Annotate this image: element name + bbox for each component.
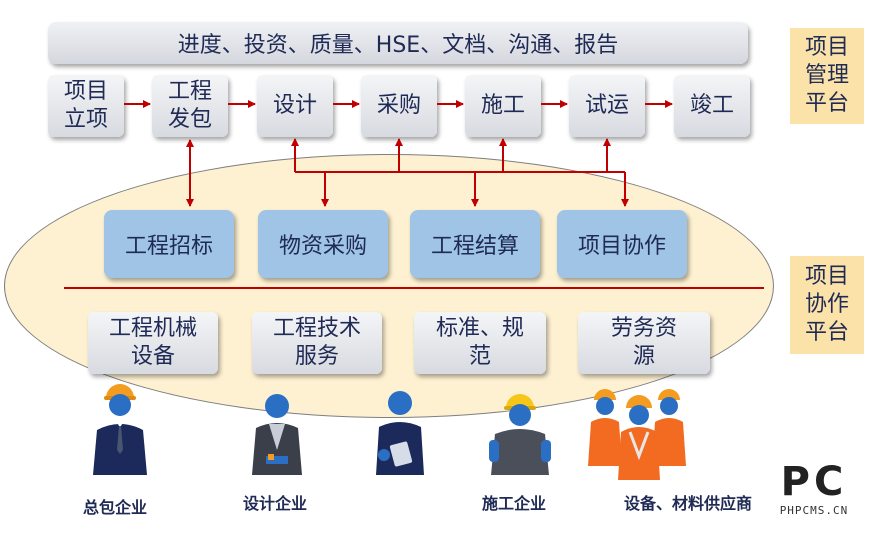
collaboration-platform-label: 项目 协作 平台 [790, 256, 864, 354]
step-project-initiation: 项目 立项 [48, 75, 124, 137]
step-label-line2: 立项 [63, 107, 108, 132]
resource-label-line1: 工程技术 [272, 316, 361, 341]
watermark-logo-mark: PC [780, 459, 848, 505]
label-line: 项目 [804, 264, 849, 289]
service-label: 物资采购 [278, 234, 367, 259]
step-label: 试运 [584, 93, 629, 118]
label-line: 协作 [804, 292, 849, 317]
collaboration-ellipse [4, 154, 774, 418]
resource-label-line1: 标准、规 [435, 316, 524, 341]
service-materials-procurement: 物资采购 [258, 210, 388, 278]
resource-label-line1: 劳务资 [610, 316, 677, 341]
label-line: 平台 [804, 91, 849, 116]
suppliers-figure-group [588, 389, 686, 480]
resource-label-line2: 服务 [294, 344, 339, 369]
service-label: 项目协作 [577, 234, 666, 259]
resource-label-line2: 源 [632, 344, 655, 369]
resource-label-line2: 设备 [130, 344, 175, 369]
role-construction-firm: 施工企业 [482, 494, 547, 513]
service-label: 工程招标 [124, 234, 213, 259]
resource-technical-services: 工程技术 服务 [252, 312, 382, 374]
step-label: 采购 [376, 93, 421, 118]
label-line: 平台 [804, 320, 849, 345]
watermark-logo: PC PHPCMS.CN [766, 460, 862, 530]
designer-figure [376, 391, 424, 475]
role-suppliers: 设备、材料供应商 [624, 494, 753, 513]
label-line: 项目 [804, 35, 849, 60]
management-platform-label: 项目 管理 平台 [790, 28, 864, 124]
step-contracting: 工程 发包 [152, 75, 228, 137]
management-topics-text: 进度、投资、质量、HSE、文档、沟通、报告 [177, 33, 619, 58]
resource-labor: 劳务资 源 [578, 312, 710, 374]
step-label: 竣工 [689, 93, 734, 118]
resource-label-line2: 范 [468, 344, 491, 369]
service-project-collaboration: 项目协作 [557, 210, 687, 278]
ellipse-divider [64, 287, 764, 289]
service-settlement: 工程结算 [410, 210, 540, 278]
role-general-contractor: 总包企业 [83, 498, 148, 517]
resource-machinery: 工程机械 设备 [88, 312, 218, 374]
service-bidding: 工程招标 [104, 210, 234, 278]
step-label: 设计 [272, 93, 317, 118]
step-trial-run: 试运 [569, 75, 645, 137]
step-label-line1: 工程 [167, 79, 212, 104]
step-completion: 竣工 [674, 75, 750, 137]
role-design-firm: 设计企业 [243, 494, 308, 513]
management-topics-banner: 进度、投资、质量、HSE、文档、沟通、报告 [48, 22, 748, 64]
general-contractor-figure [93, 384, 147, 475]
watermark-text: PHPCMS.CN [779, 504, 849, 517]
step-design: 设计 [257, 75, 333, 137]
step-label-line1: 项目 [63, 79, 108, 104]
step-label-line2: 发包 [167, 107, 212, 132]
step-procurement: 采购 [361, 75, 437, 137]
construction-firm-figure [489, 394, 551, 475]
resource-label-line1: 工程机械 [108, 316, 197, 341]
service-label: 工程结算 [430, 234, 519, 259]
label-line: 管理 [804, 63, 849, 88]
step-label: 施工 [480, 93, 525, 118]
design-firm-figure [252, 394, 302, 475]
resource-standards: 标准、规 范 [414, 312, 546, 374]
step-construction: 施工 [465, 75, 541, 137]
